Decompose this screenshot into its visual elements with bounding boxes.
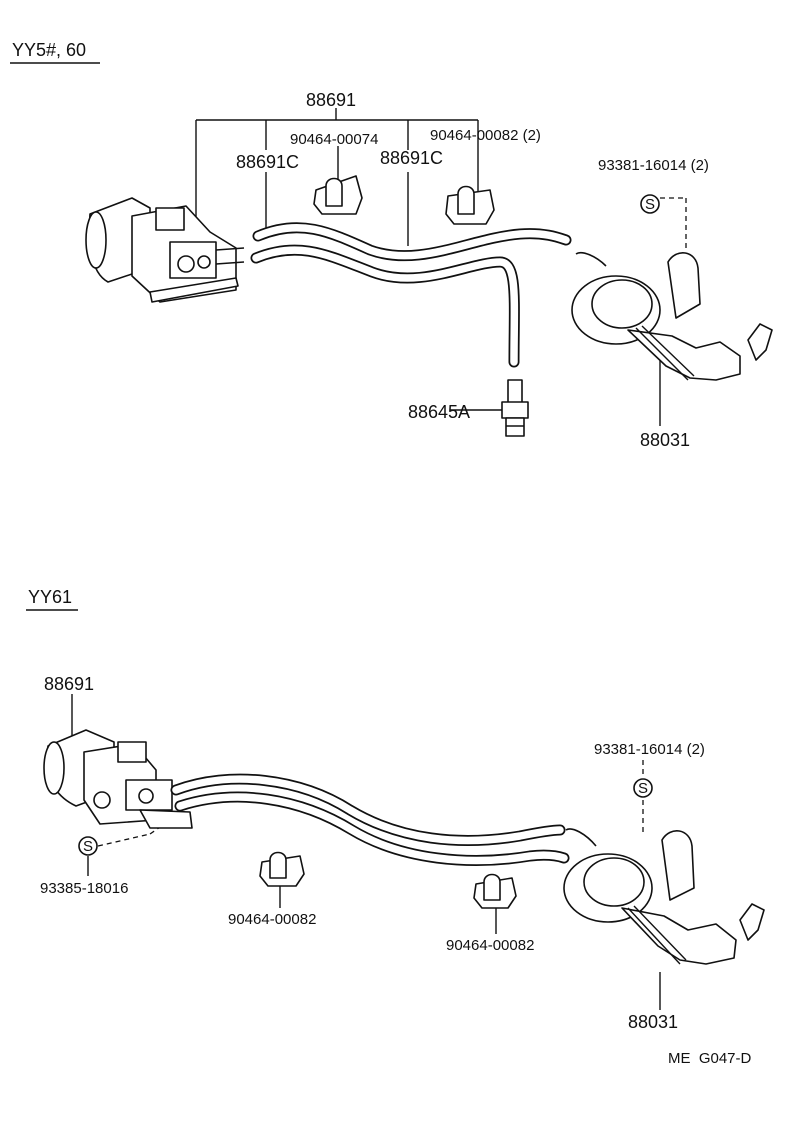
label-90464-00082-top: 90464-00082 (2) — [430, 127, 541, 144]
section-title-bottom: YY61 — [28, 587, 72, 607]
label-88031-bottom: 88031 — [628, 1012, 678, 1032]
fastener-symbol-top: S — [640, 194, 660, 214]
label-90464-00082-bottom-left: 90464-00082 — [228, 911, 316, 928]
fastener-symbol-bottom-right: S — [633, 778, 653, 798]
section-title-top: YY5#, 60 — [12, 40, 86, 60]
label-88031-top: 88031 — [640, 430, 690, 450]
label-88691c-left: 88691C — [236, 152, 299, 172]
symbol-s-bottom-left: S — [83, 838, 93, 855]
label-88691-bottom: 88691 — [44, 674, 94, 694]
nipple-top — [501, 379, 529, 437]
hose-clip-bottom-left — [259, 851, 305, 887]
label-93385-18016: 93385-18016 — [40, 880, 128, 897]
symbol-s-bottom-right: S — [638, 780, 648, 797]
section-top: YY5#, 60 — [10, 40, 773, 450]
figure-code: ME G047-D — [668, 1050, 752, 1067]
actuator-bottom — [563, 828, 765, 965]
label-88691-top: 88691 — [306, 90, 356, 110]
leader-lines-bottom — [71, 694, 661, 1010]
hose-clip-top-b — [445, 185, 495, 225]
fastener-symbol-bottom-left: S — [78, 836, 98, 856]
symbol-s-top: S — [645, 196, 655, 213]
label-93381-16014-bottom: 93381-16014 (2) — [594, 741, 705, 758]
label-88645a: 88645A — [408, 402, 470, 422]
solenoid-valve-top — [85, 197, 245, 303]
actuator-top — [571, 251, 773, 381]
vacuum-hoses-bottom — [170, 773, 570, 866]
solenoid-valve-bottom — [43, 729, 193, 829]
label-88691c-right: 88691C — [380, 148, 443, 168]
label-90464-00074: 90464-00074 — [290, 131, 378, 148]
vacuum-hoses-top — [250, 222, 572, 368]
hose-clip-top-a — [313, 175, 363, 215]
leader-lines-top — [195, 108, 687, 426]
label-93381-16014-top: 93381-16014 (2) — [598, 157, 709, 174]
label-90464-00082-bottom-right: 90464-00082 — [446, 937, 534, 954]
section-bottom: YY61 — [26, 587, 765, 1032]
hose-clip-bottom-right — [473, 873, 517, 909]
